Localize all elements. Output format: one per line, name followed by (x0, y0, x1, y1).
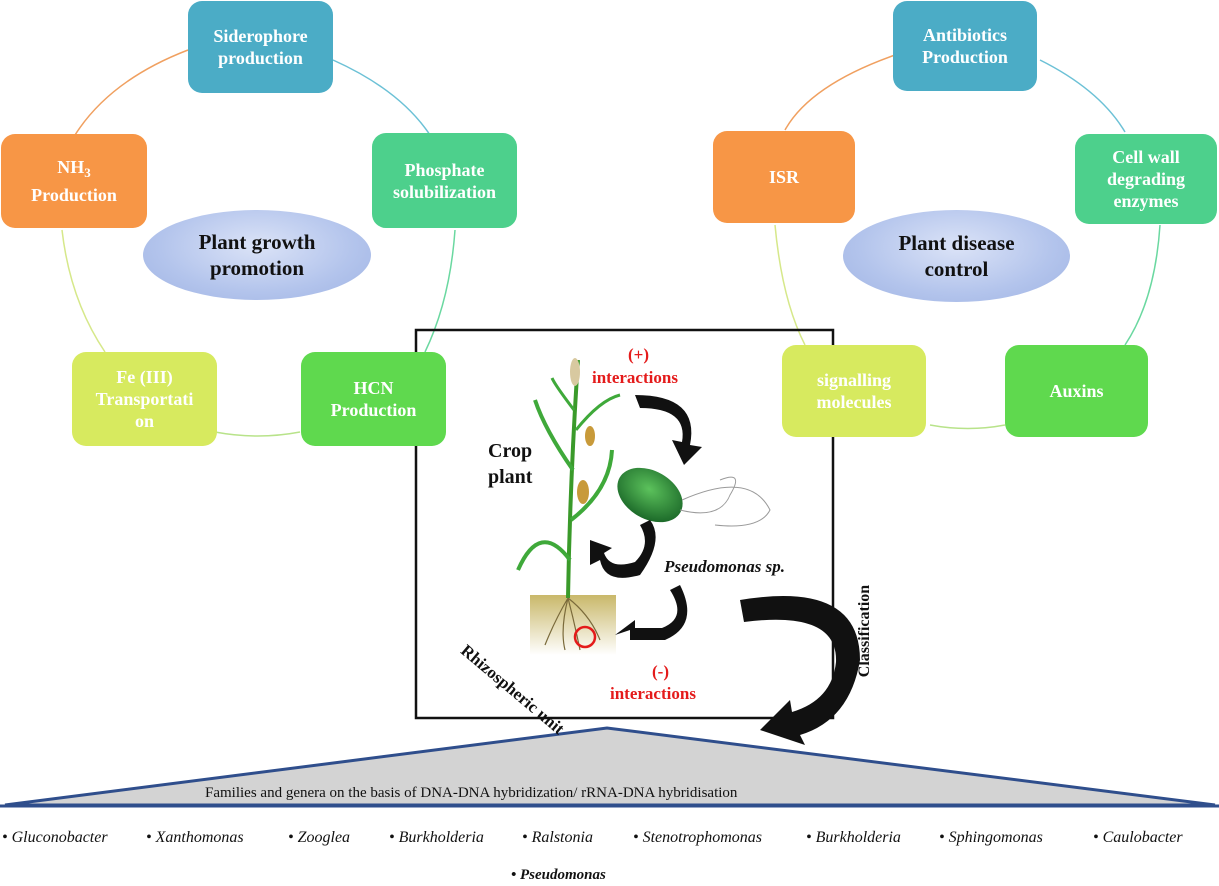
soil-block (530, 595, 616, 655)
isr-box: ISR (713, 131, 855, 223)
fe-transportation-box: Fe (III) Transportati on (72, 352, 217, 446)
plant-disease-label: Plant disease control (898, 231, 1015, 281)
plant-disease-control-ellipse: Plant disease control (843, 210, 1070, 302)
negative-interactions-label: interactions (610, 684, 696, 703)
genus-item: • Zooglea (288, 829, 351, 846)
isr-label: ISR (768, 167, 799, 187)
genus-item: • Stenotrophomonas (633, 829, 763, 846)
connector-arc (74, 49, 189, 136)
genus-item-pseudomonas: • Pseudomonas (511, 867, 606, 883)
connector-arc (1124, 224, 1161, 346)
cellwall-label: Cell wall degrading enzymes (1106, 147, 1185, 211)
fe-label: Fe (III) Transportati on (95, 367, 194, 431)
connector-arc (61, 229, 106, 353)
signalling-label: signalling molecules (816, 370, 892, 412)
classification-label: Classification (856, 584, 873, 678)
genus-item: • Caulobacter (1093, 829, 1183, 846)
antibiotics-production-box: Antibiotics Production (893, 1, 1037, 91)
plant-growth-label: Plant growth promotion (198, 230, 316, 280)
auxins-box: Auxins (1005, 345, 1148, 437)
hcn-label: HCN Production (330, 378, 417, 420)
connector-arc (774, 224, 806, 346)
crop-plant-label: Crop plant (488, 440, 533, 488)
families-genera-label: Families and genera on the basis of DNA-… (205, 785, 738, 801)
signalling-molecules-box: signalling molecules (782, 345, 926, 437)
auxins-label: Auxins (1049, 381, 1104, 401)
genus-item: • Burkholderia (806, 829, 901, 846)
genus-item: • Xanthomonas (146, 829, 244, 846)
interaction-arrows (590, 395, 860, 745)
cell-wall-degrading-enzymes-box: Cell wall degrading enzymes (1075, 134, 1217, 224)
crop-plant-illustration (516, 358, 621, 651)
genus-item: • Sphingomonas (939, 829, 1043, 846)
genus-item: • Ralstonia (522, 829, 593, 846)
negative-sign: (-) (652, 662, 669, 681)
phosphate-solubilization-box: Phosphate solubilization (372, 133, 517, 228)
connector-arc (929, 424, 1006, 430)
antibiotics-label: Antibiotics Production (922, 25, 1008, 67)
phosphate-label: Phosphate solubilization (392, 159, 497, 202)
bacterium-illustration (617, 467, 771, 527)
genus-item: • Gluconobacter (2, 829, 108, 846)
pseudomonas-label: Pseudomonas sp. (664, 557, 785, 576)
siderophore-production-box: Siderophore production (188, 1, 333, 93)
hcn-production-box: HCN Production (301, 352, 446, 446)
positive-interactions-label: interactions (592, 368, 678, 387)
connector-arc (424, 229, 456, 353)
genus-item: • Burkholderia (389, 829, 484, 846)
connector-arc (784, 54, 896, 131)
connector-arc (332, 59, 431, 136)
connector-arc (214, 431, 301, 437)
center-frame (414, 328, 835, 720)
positive-sign: (+) (628, 345, 650, 364)
plant-growth-promotion-ellipse: Plant growth promotion (143, 210, 371, 300)
siderophore-label: Siderophore production (213, 26, 308, 68)
connector-arc (1039, 59, 1126, 133)
